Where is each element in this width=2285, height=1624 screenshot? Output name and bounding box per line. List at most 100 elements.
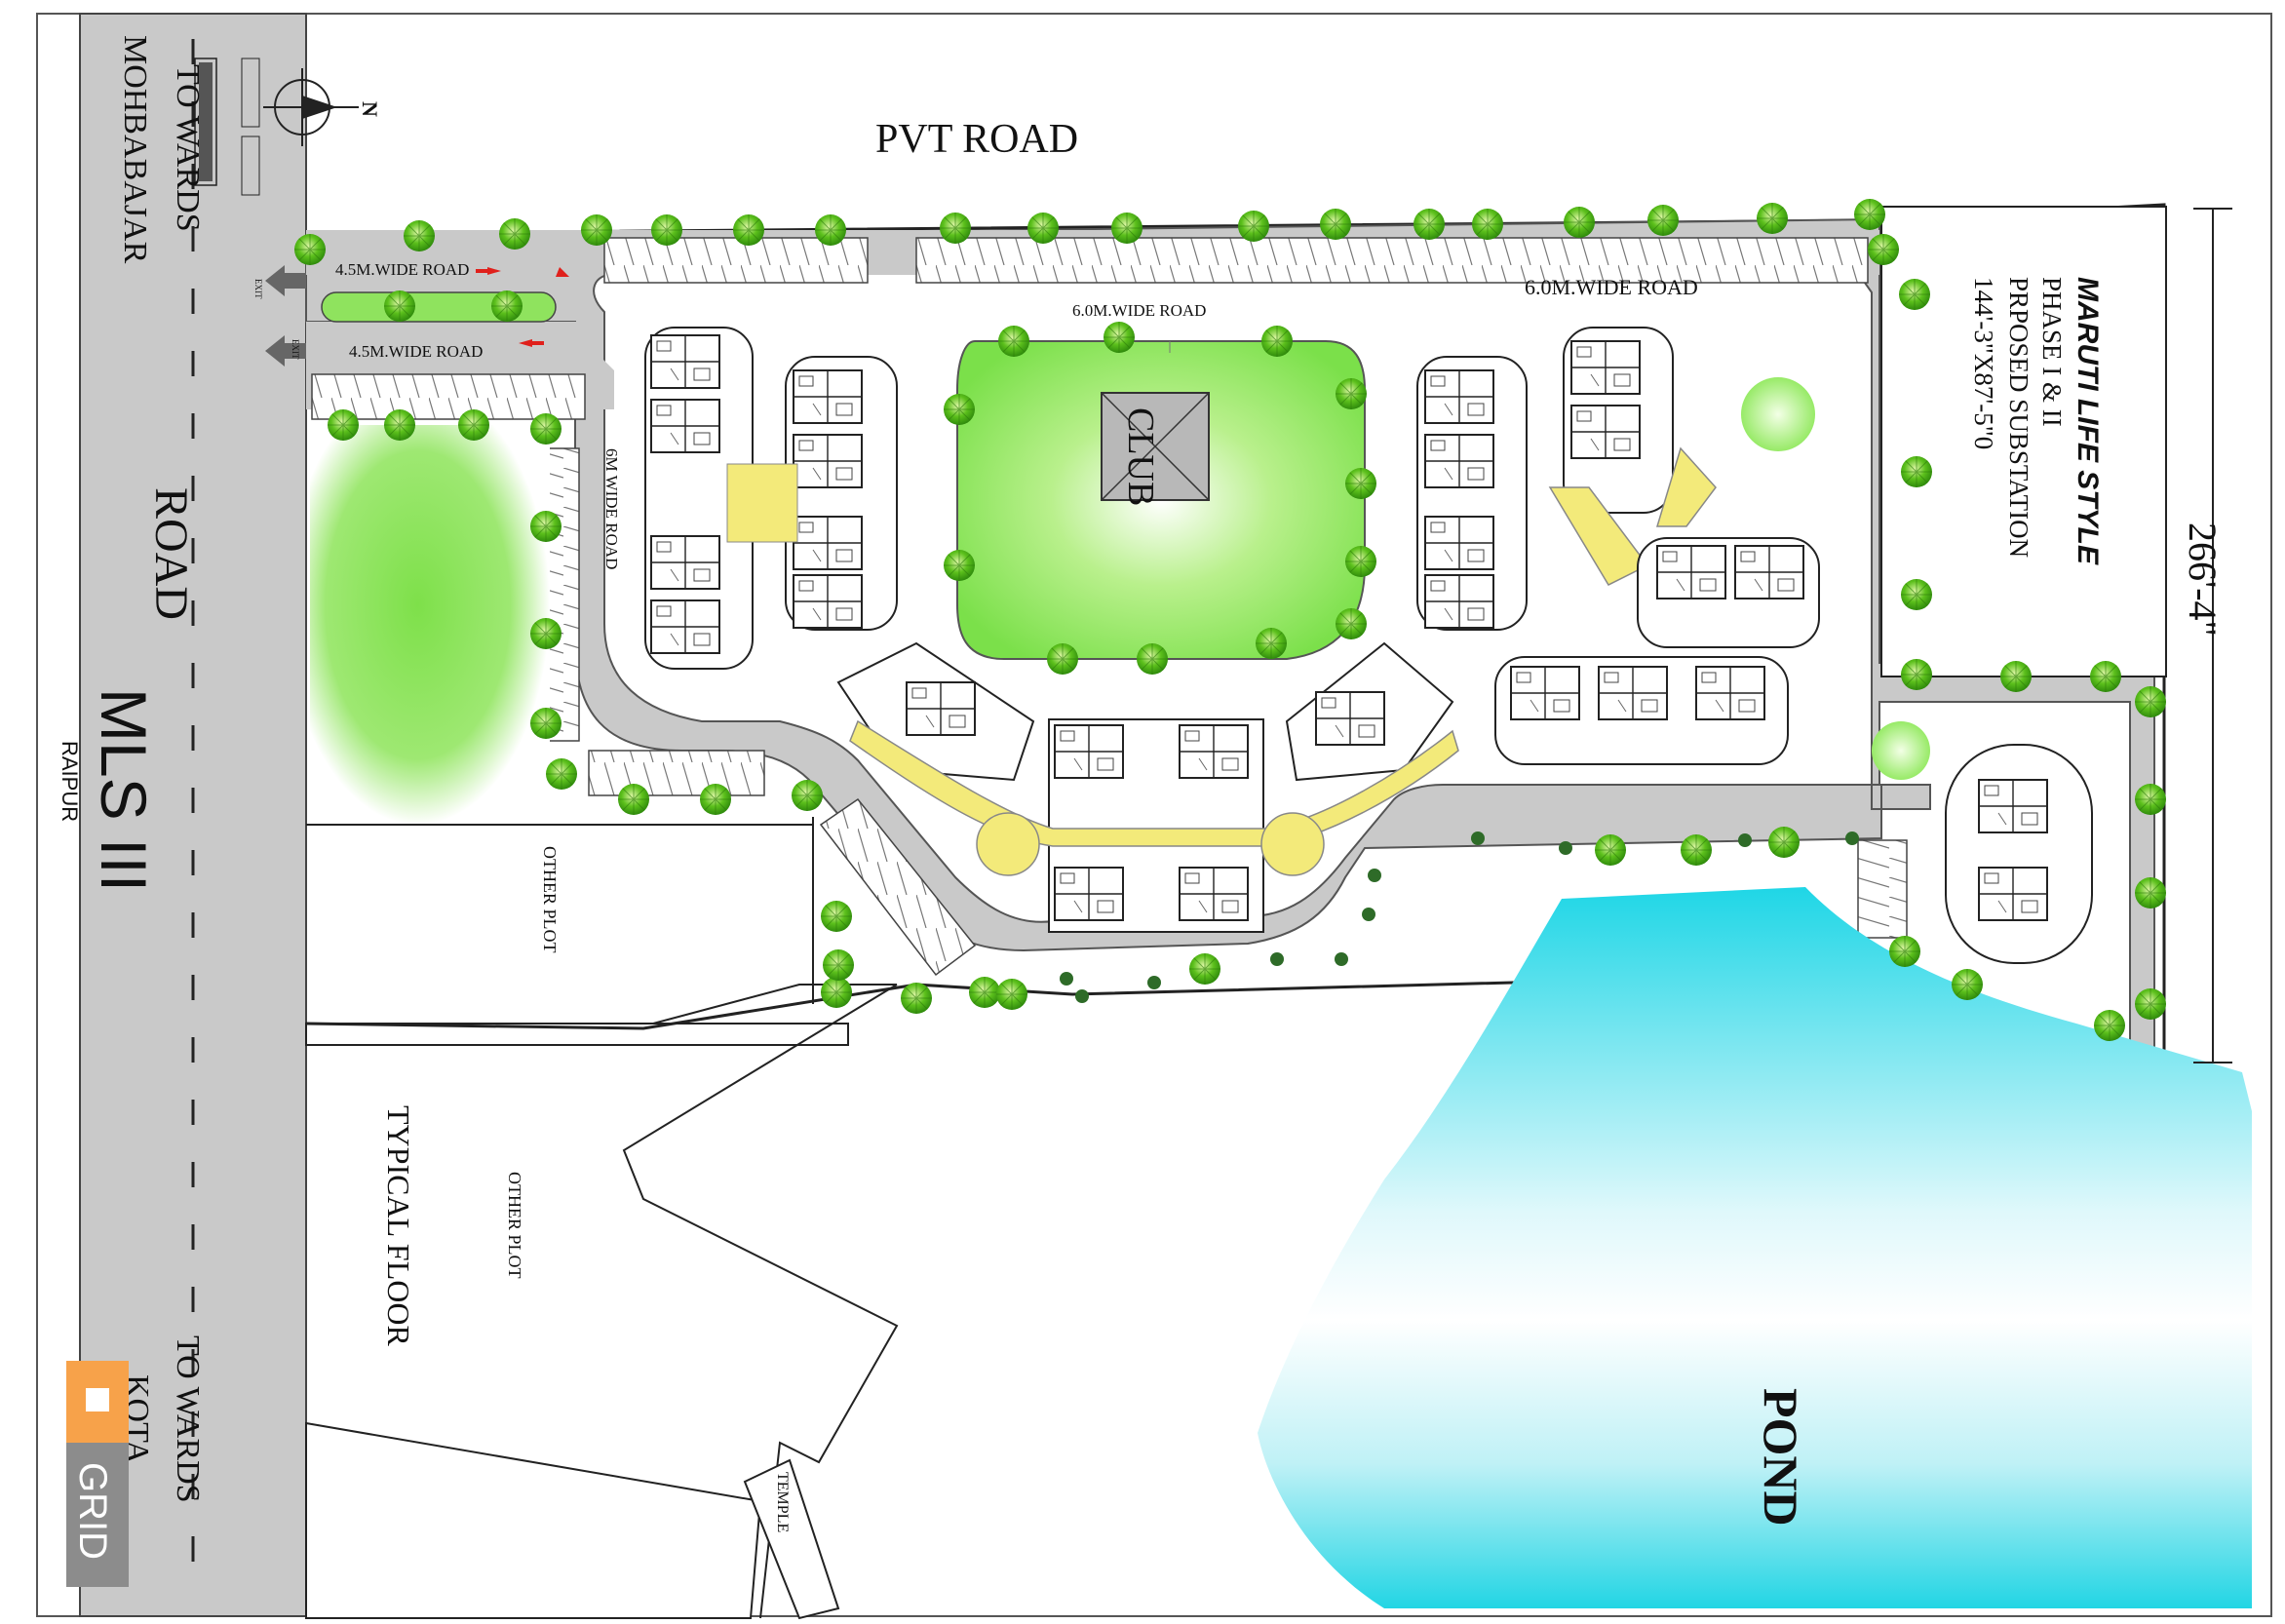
shrub-icon [1559,841,1572,855]
tree-icon [1046,642,1079,676]
title-size: 144'-3"X87'-5"0 [1969,277,1998,449]
wide-road-60-center-label: 6.0M.WIDE ROAD [1072,301,1206,320]
tree-icon [545,757,578,791]
road-label: ROAD [145,487,197,620]
core-left [726,463,798,543]
exit-arrow-top [265,265,306,296]
tower-wing-right [1285,641,1454,782]
title-project: MARUTI LIFE STYLE [2072,277,2104,565]
tree-icon [498,217,531,251]
tree-icon [1319,208,1352,241]
tree-icon [791,779,824,812]
tree-icon [1136,642,1169,676]
tree-icon [2134,685,2167,718]
tree-icon [943,393,976,426]
tree-icon [2093,1009,2126,1042]
tree-icon [1898,278,1931,311]
tree-icon [997,325,1030,358]
tree-icon [968,976,1001,1009]
parking-top-left [603,237,869,284]
towards-mohbabajar-line1: TO WARDS [170,64,206,232]
tree-icon [1335,377,1368,410]
tower-far-right [1945,744,2093,964]
raipur-label: RAIPUR [58,741,82,822]
shrub-icon [1075,989,1089,1003]
tree-icon [1026,212,1060,245]
tree-icon [2089,660,2122,693]
tree-icon [900,982,933,1015]
tree-icon [650,213,683,247]
tree-icon [403,219,436,252]
tower-right-b [1563,327,1674,514]
wide-road-60-right-label: 6.0M.WIDE ROAD [1525,275,1698,299]
wide-road-45-top-label: 4.5M.WIDE ROAD [335,260,469,279]
left-lawn [310,425,550,825]
tree-icon [327,408,360,442]
tree-icon [1767,826,1801,859]
tree-icon [1563,206,1596,239]
north-label: N [358,101,382,117]
tree-icon [529,412,562,445]
tree-icon [383,290,416,323]
tree-icon [1999,660,2033,693]
tree-icon [939,212,972,245]
tree-icon [820,976,853,1009]
wide-road-6m-vertical-label: 6M WIDE ROAD [602,448,621,569]
exit-label-bottom: EXIT [290,339,300,360]
round-lawn-top [1741,377,1815,451]
tree-icon [1951,968,1984,1001]
scale-bar [194,58,260,196]
tree-icon [732,213,765,247]
tree-icon [1888,935,1921,968]
club-label: CLUB [1120,407,1161,506]
tree-icon [1471,208,1504,241]
tree-icon [580,213,613,247]
pond-label: POND [1754,1388,1808,1527]
tree-icon [2134,987,2167,1021]
round-lawn-bottom [1872,721,1930,780]
tree-icon [1110,212,1143,245]
tree-icon [293,233,327,266]
shrub-icon [1270,952,1284,966]
tower-right-a [1416,356,1528,631]
parking-mid [588,750,765,796]
tree-icon [1900,455,1933,488]
mls-label: MLS III [88,688,160,892]
tower-center [1048,718,1264,933]
tree-icon [1646,204,1680,237]
tree-icon [814,213,847,247]
tree-icon [1344,545,1377,578]
tree-icon [943,549,976,582]
tree-icon [2134,876,2167,909]
parking-diagonal [819,797,977,977]
tree-icon [383,408,416,442]
tree-icon [1413,208,1446,241]
tree-icon [699,783,732,816]
core-right-top [1655,446,1717,527]
core-circle-right [1260,812,1325,876]
dimension-label: 266'-4" [2181,522,2225,637]
tree-icon [617,783,650,816]
towards-mohbabajar-line2: MOHBABAJAR [117,35,153,264]
tree-icon [529,707,562,740]
shrub-icon [1335,952,1348,966]
core-circle-left [976,812,1040,876]
other-plot-outline [622,984,899,1619]
tree-icon [1260,325,1294,358]
tower-left-b [785,356,898,631]
pvt-road-label: PVT ROAD [875,117,1078,162]
traffic-arrows [476,267,569,347]
temple-outline [743,1458,840,1620]
tree-icon [1237,210,1270,243]
exit-label-top: EXIT [253,279,263,299]
tree-icon [1344,467,1377,500]
shrub-icon [1368,869,1381,882]
typical-floor-label: TYPICAL FLOOR [381,1105,416,1346]
tree-icon [2134,783,2167,816]
parking-entrance [311,373,586,420]
north-compass [263,68,359,146]
tree-icon [1680,833,1713,867]
other-plot-label-2: OTHER PLOT [505,1172,524,1279]
tree-icon [490,290,523,323]
